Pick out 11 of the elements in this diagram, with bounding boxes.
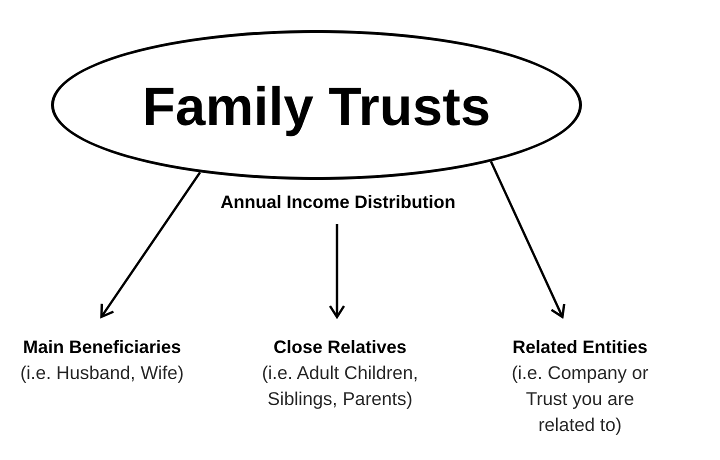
heading-text: Main Beneficiaries [22, 336, 182, 359]
arrow [100, 172, 201, 318]
heading-text: Close Relatives [273, 336, 407, 359]
title-text: Family Trusts [142, 78, 491, 138]
heading-text: Related Entities [512, 336, 648, 359]
arrow [490, 161, 566, 318]
description-text: (i.e. Company or Trust you are related to) [510, 361, 650, 437]
label-text: Annual Income Distribution [220, 191, 456, 213]
description-text: (i.e. Adult Children, Siblings, Parents) [260, 361, 420, 411]
description-text: (i.e. Husband, Wife) [20, 361, 184, 385]
arrow [328, 224, 346, 318]
